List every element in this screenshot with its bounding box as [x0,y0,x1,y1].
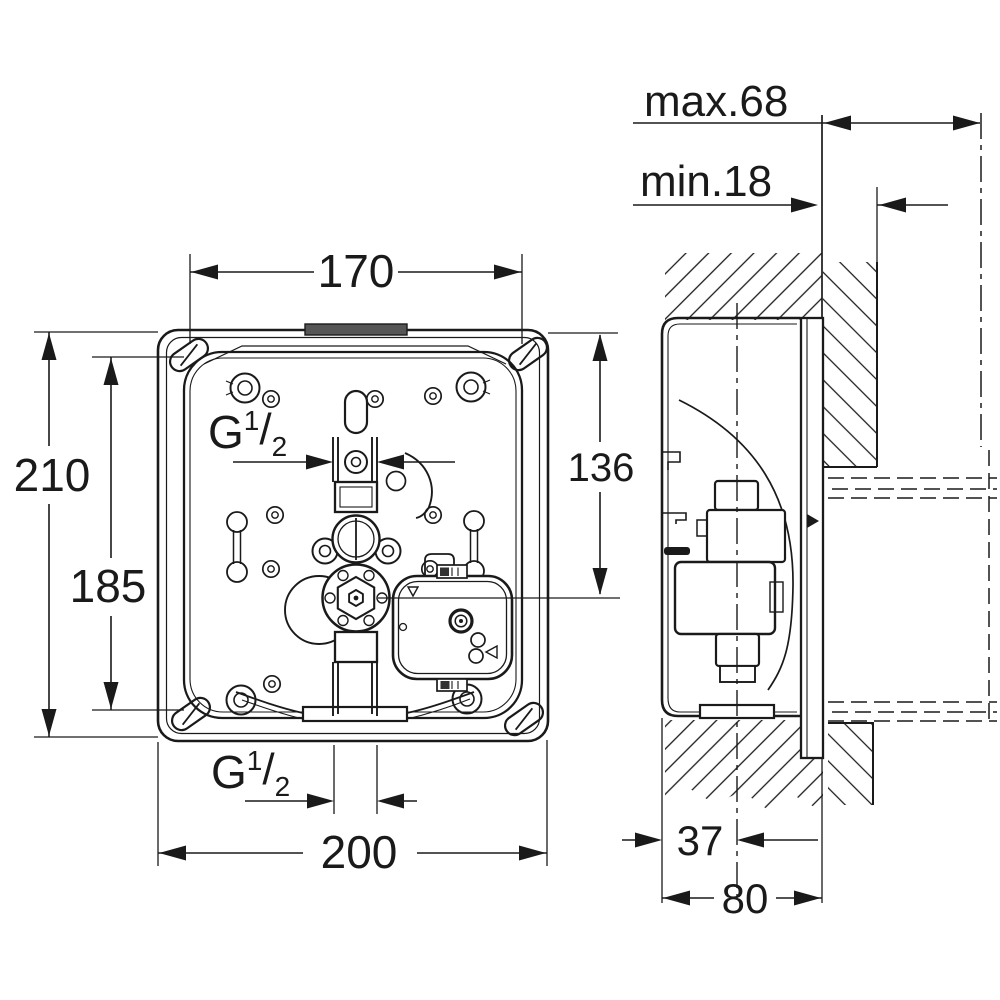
dimension-80: 80 [662,875,822,922]
dimension-185-label: 185 [70,560,147,612]
side-view [660,113,997,903]
box-side-profile [660,316,800,718]
cartridge-triangle-marker [484,644,498,660]
dimension-min18-label: min.18 [640,157,772,206]
dimension-210: 210 [14,331,158,738]
corner-bosses [225,371,491,716]
dimension-37: 37 [622,718,818,903]
service-arc [404,452,433,519]
pipe-lower [332,662,378,716]
cartridge-connector-top [436,564,468,579]
dimension-min18: min.18 [633,157,948,213]
cartridge-connector-bottom [436,678,468,692]
mounting-slot-bottom-right [503,701,545,737]
dimension-136: 136 [548,332,635,595]
thread-label-bottom: G1/2 [211,745,290,802]
dimension-200-label: 200 [321,826,398,878]
pipe-upper [332,437,378,482]
wall-finish-hatch-bottom [828,723,873,805]
pipe-block-lower [333,630,379,664]
wall-finish-hatch-top [823,262,877,467]
hidden-flush-pipe [828,450,997,723]
front-view [156,323,620,743]
dimension-185: 185 [70,356,184,711]
dimension-210-label: 210 [14,449,91,501]
wall-hatch-top [665,253,822,320]
faceplate [799,316,825,760]
panel-top-shoulder [203,345,507,365]
top-center-tab [304,323,408,336]
dimension-37-label: 37 [677,817,724,864]
bottom-rim-wave [235,691,475,714]
conduit-sweep [678,399,794,691]
wall-hatch-bottom [665,720,823,812]
pipe-union-hole [344,450,368,474]
mounting-slot-top-left [168,337,210,373]
dimensions: 170 210 185 136 [14,77,980,922]
bottom-center-tab [301,705,409,723]
cartridge-bullseye [448,608,474,634]
thread-label-top: G1/2 [208,405,287,462]
cartridge-arrow-marker [406,586,420,598]
cartridge-top-bump [424,553,455,580]
dimension-170: 170 [189,245,523,344]
dimension-g12-top: G1/2 [208,405,455,470]
dimension-136-label: 136 [568,446,635,490]
top-oval-slot [343,389,369,435]
cartridge-housing [391,553,514,692]
dimension-200: 200 [157,740,548,878]
panel-screw-holes [261,386,443,694]
dimension-g12-bottom: G1/2 [211,745,417,814]
valve-section [673,479,787,720]
dumbbell-slot-left [226,511,248,583]
central-valve-assembly [284,437,433,716]
retaining-clip [664,547,690,555]
pilot-hole [385,470,407,492]
valve-flange [311,514,402,565]
dimension-80-label: 80 [722,875,769,922]
side-wall-clips [662,451,687,524]
faceplate-pointer [807,514,819,528]
box-outer-inner-line [165,336,541,735]
mounting-slot-top-right [507,336,549,372]
dimension-170-label: 170 [318,245,395,297]
mounting-slot-bottom-left [170,696,212,732]
dimension-max68-label: max.68 [644,77,788,126]
dimension-max68: max.68 [633,77,980,131]
